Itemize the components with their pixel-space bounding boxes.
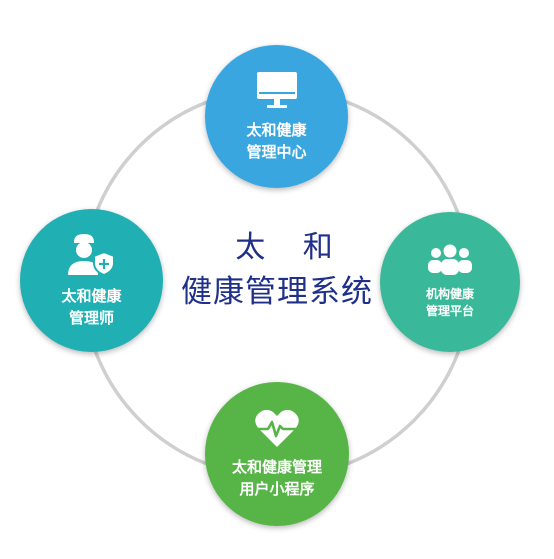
node-management-center[interactable]: 太和健康 管理中心	[205, 45, 348, 188]
node-label-line2: 管理师	[68, 308, 114, 327]
monitor-icon	[256, 71, 297, 108]
heart-pulse-icon	[255, 410, 299, 448]
node-health-manager[interactable]: 太和健康 管理师	[20, 209, 163, 352]
node-label-line1: 太和健康	[246, 120, 307, 139]
node-user-miniprogram[interactable]: 太和健康管理 用户小程序	[205, 382, 349, 526]
node-institution-platform[interactable]: 机构健康 管理平台	[380, 212, 520, 352]
group-icon	[428, 244, 472, 275]
node-label-line2: 管理中心	[246, 142, 307, 161]
system-title-line2: 健康管理系统	[181, 274, 373, 310]
node-label-line1: 机构健康	[425, 286, 474, 301]
node-label-line1: 太和健康	[61, 286, 122, 305]
node-label-line2: 用户小程序	[239, 480, 315, 498]
node-label-line1: 太和健康管理	[231, 458, 322, 477]
system-title-line1: 太 和	[235, 230, 347, 265]
node-label-line2: 管理平台	[425, 304, 474, 318]
doctor-shield-icon	[67, 233, 115, 276]
